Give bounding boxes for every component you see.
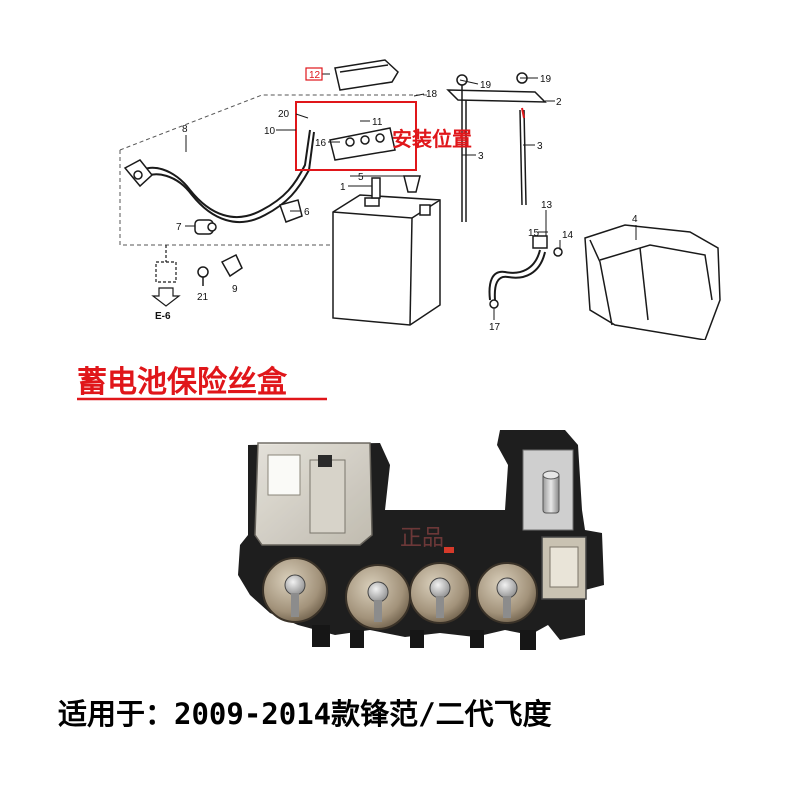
clear-cover-contact (309, 459, 346, 534)
callout-8: 8 (182, 124, 188, 135)
callout-3-right: 3 (537, 141, 543, 152)
product-name: 蓄电池保险丝盒 (77, 365, 288, 400)
side-module-window (549, 546, 579, 588)
install-highlight-box (295, 101, 417, 171)
clear-cover-inner (267, 454, 301, 496)
callout-7: 7 (176, 222, 182, 233)
grommet-7 (194, 219, 217, 235)
terminal-cap-5 (403, 175, 421, 193)
callout-6: 6 (304, 207, 310, 218)
fitment-text: 适用于：2009-2014款锋范/二代飞度 (58, 697, 552, 731)
callout-17: 17 (489, 322, 501, 333)
product-name-area: 蓄电池保险丝盒 (77, 365, 327, 401)
callout-19-right: 19 (540, 74, 552, 85)
callout-9: 9 (232, 284, 238, 295)
red-marker (444, 547, 454, 553)
stud-top (542, 470, 560, 480)
callout-3-left: 3 (478, 151, 484, 162)
fuse-box-photo: 正品 (238, 430, 604, 650)
terminal-3 (409, 562, 471, 624)
housing-feet (312, 625, 536, 650)
bolt-21 (197, 266, 209, 286)
callout-21: 21 (197, 292, 209, 303)
ground-cable (488, 249, 546, 301)
callout-5: 5 (358, 172, 364, 183)
leader-lines (185, 73, 637, 320)
terminal-2 (345, 564, 411, 630)
callout-20: 20 (278, 109, 290, 120)
battery-drawing (332, 177, 441, 326)
callout-1: 1 (340, 182, 346, 193)
callout-12-box (305, 67, 323, 81)
clamp-9 (220, 253, 243, 278)
callout-10: 10 (264, 126, 276, 137)
ref-e6-label: E-6 (155, 311, 171, 322)
parts-diagram: 12 20 10 11 16 1 5 8 7 6 21 9 18 19 19 2… (119, 59, 721, 340)
callout-19-left: 19 (480, 80, 492, 91)
e6-ref-box (151, 245, 181, 307)
terminal-1 (262, 557, 328, 623)
callout-15: 15 (528, 228, 540, 239)
battery-tray (584, 224, 721, 340)
callout-11: 11 (372, 117, 383, 128)
callout-16: 16 (315, 138, 327, 149)
fuse-box-drawing (329, 127, 396, 161)
ground-terminal (489, 235, 563, 309)
callout-18: 18 (426, 89, 438, 100)
callout-2: 2 (556, 97, 562, 108)
cover-12 (334, 59, 399, 91)
terminal-4 (476, 562, 538, 624)
install-position-label: 安装位置 (392, 127, 472, 151)
battery-cable (134, 129, 315, 224)
callout-14: 14 (562, 230, 574, 241)
callout-13: 13 (541, 200, 553, 211)
watermark: 正品 (400, 526, 444, 551)
cover-tab (318, 455, 332, 467)
cable-terminal-left (123, 159, 154, 188)
callout-4: 4 (632, 214, 638, 225)
callout-12: 12 (309, 70, 321, 81)
rod-3-highlight (521, 107, 525, 119)
